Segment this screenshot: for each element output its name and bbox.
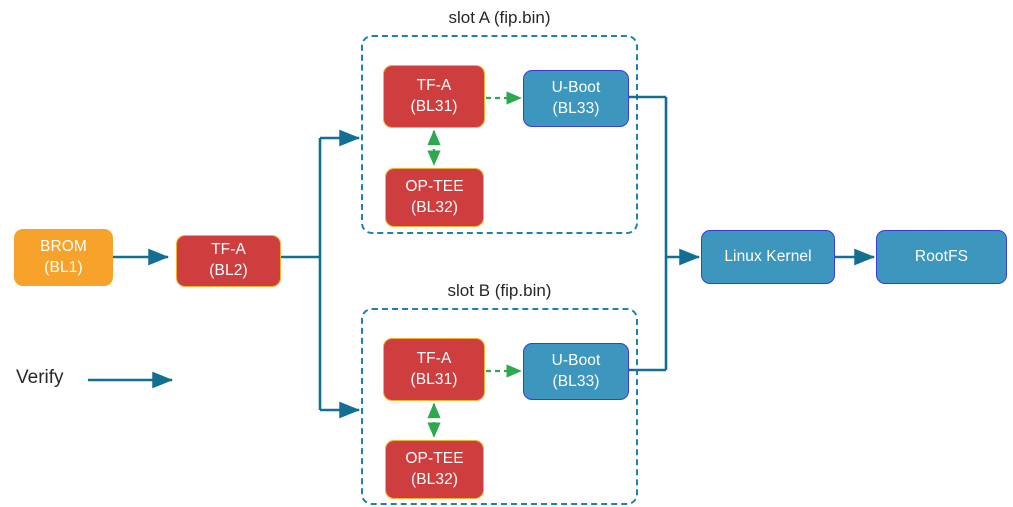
- node-slot-a-tfa-line2: (BL31): [410, 97, 458, 115]
- node-slot-a-optee-line1: OP-TEE: [405, 177, 464, 195]
- node-slot-a-tfa-bl31[interactable]: TF-A (BL31): [383, 65, 485, 128]
- node-slot-a-optee-line2: (BL32): [410, 198, 459, 216]
- node-brom[interactable]: BROM (BL1): [14, 229, 113, 286]
- slot-b-title: slot B (fip.bin): [447, 281, 552, 300]
- node-slot-b-optee-bl32[interactable]: OP-TEE (BL32): [385, 440, 484, 499]
- node-tfa-bl2-line2: (BL2): [209, 262, 248, 279]
- slot-a-container: [361, 35, 638, 234]
- node-slot-b-optee-line2: (BL32): [410, 470, 459, 488]
- node-slot-a-uboot-line1: U-Boot: [551, 78, 601, 96]
- node-slot-b-tfa-line2: (BL31): [410, 370, 458, 388]
- node-slot-a-tfa-line1: TF-A: [416, 76, 452, 94]
- node-slot-b-uboot-line1: U-Boot: [551, 351, 601, 369]
- node-slot-b-uboot-line2: (BL33): [552, 372, 600, 390]
- node-tfa-bl2-line1: TF-A: [211, 241, 246, 259]
- node-slot-a-optee-bl32[interactable]: OP-TEE (BL32): [385, 168, 484, 227]
- node-slot-a-uboot-line2: (BL33): [552, 99, 600, 117]
- node-brom-line2: (BL1): [44, 258, 83, 276]
- node-rootfs[interactable]: RootFS: [876, 230, 1007, 284]
- node-slot-b-tfa-line1: TF-A: [416, 349, 452, 367]
- node-slot-b-optee-line1: OP-TEE: [405, 449, 464, 467]
- slot-a-title: slot A (fip.bin): [448, 8, 551, 27]
- node-slot-a-uboot-bl33[interactable]: U-Boot (BL33): [523, 70, 629, 127]
- node-rootfs-label: RootFS: [914, 247, 969, 265]
- node-linux-kernel[interactable]: Linux Kernel: [701, 230, 835, 284]
- node-slot-b-uboot-bl33[interactable]: U-Boot (BL33): [523, 343, 629, 400]
- legend-verify-label: Verify: [16, 367, 64, 388]
- slot-b-container: [361, 308, 638, 505]
- node-slot-b-tfa-bl31[interactable]: TF-A (BL31): [383, 338, 485, 401]
- node-brom-line1: BROM: [40, 237, 87, 255]
- node-linux-kernel-label: Linux Kernel: [724, 247, 812, 265]
- node-tfa-bl2[interactable]: TF-A (BL2): [176, 235, 281, 287]
